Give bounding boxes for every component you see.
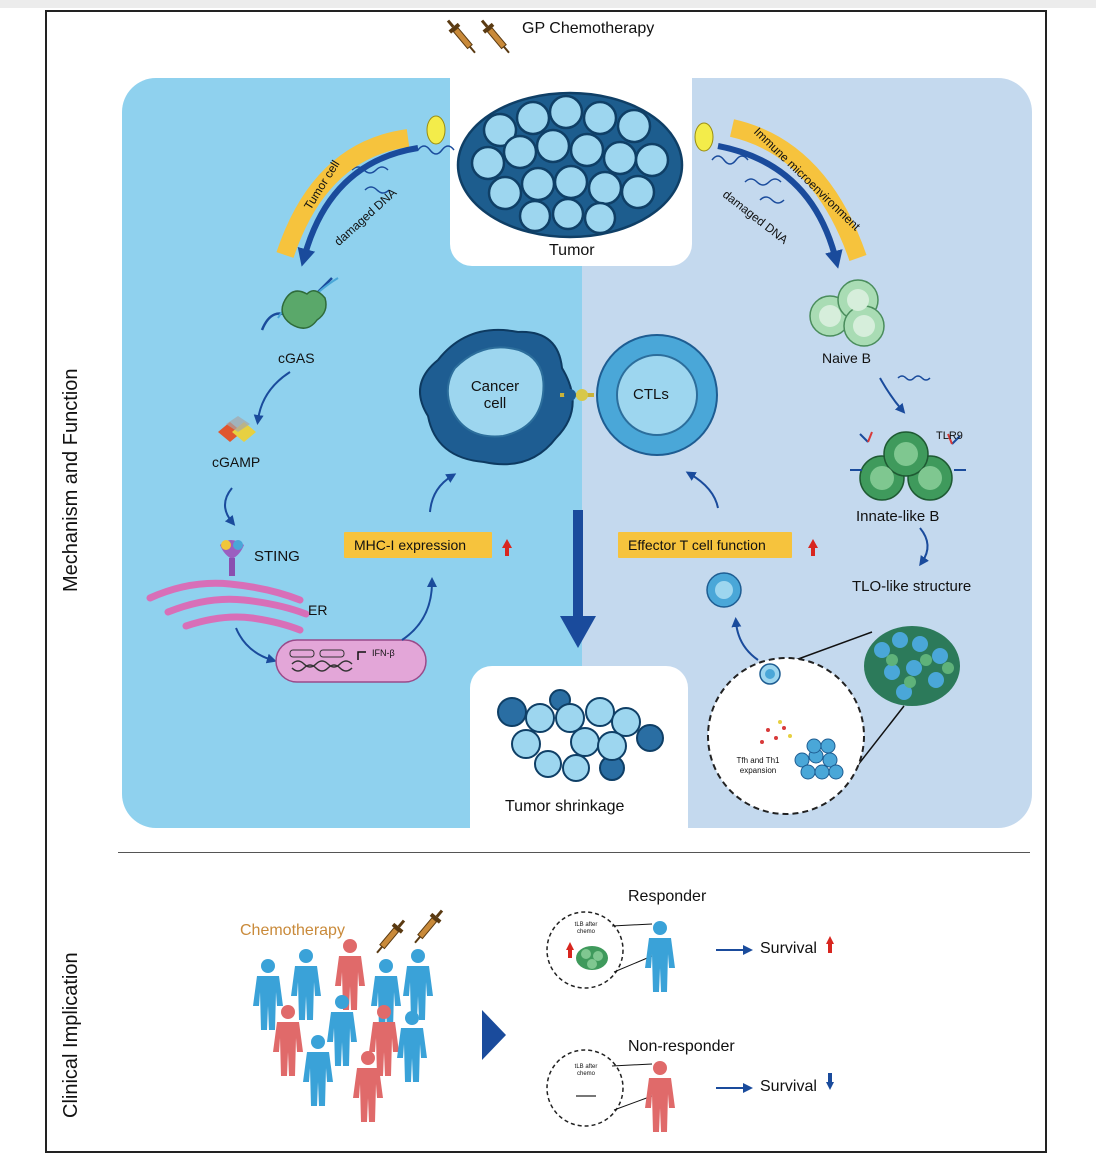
arrow-effector-ctl — [685, 471, 719, 509]
arrow-cgamp-sting — [224, 487, 236, 526]
up-arrow-icon — [826, 936, 834, 953]
sting-icon — [220, 540, 244, 576]
tumor-cell-arc-band — [276, 129, 410, 258]
cancer-cell-icon — [419, 328, 574, 466]
arrow-innate-tlo — [919, 527, 929, 567]
naive-b-label: Naive B — [822, 350, 872, 366]
tlo-cluster-icon — [864, 626, 960, 706]
zoom-circle — [707, 657, 865, 815]
syringe-icon — [371, 906, 448, 958]
innate-b-cell-icon — [850, 431, 966, 501]
arrow-ifn-mhc — [401, 577, 437, 641]
patient-crowd-icon — [253, 939, 433, 1122]
synapse-icon — [560, 389, 594, 401]
syringe-icon — [442, 16, 515, 58]
tlr9-label: TLR9 — [936, 430, 963, 442]
yellow-receptor-icon — [426, 115, 714, 152]
responder-tls-label: tLB after chemo — [574, 922, 598, 935]
right-curved-arrow — [717, 143, 843, 269]
left-curved-arrow — [297, 145, 419, 267]
up-arrow-icon — [502, 539, 818, 556]
er-label: ER — [308, 602, 328, 618]
nonresponder-zoom-circle — [546, 1049, 624, 1127]
cgas-label: cGAS — [278, 350, 315, 366]
arrow-mhc-cancer — [429, 473, 457, 513]
central-down-arrow — [560, 510, 596, 648]
arrow-naive-innate — [879, 377, 906, 414]
responder-zoom-line — [613, 955, 653, 973]
mhc-expression-badge: MHC-I expression — [344, 532, 493, 558]
responder-zoom-line — [611, 923, 653, 927]
nonresponder-zoom-line — [611, 1063, 653, 1067]
arrow-er-nucleus — [235, 627, 277, 664]
ctl-icon — [596, 334, 718, 456]
responder-label: Responder — [628, 888, 707, 905]
down-arrow-icon — [826, 1073, 834, 1090]
gp-chemo-label: GP Chemotherapy — [522, 20, 655, 37]
responder-tlo-icon — [566, 942, 608, 970]
tlo-label: TLO-like structure — [852, 578, 972, 595]
zoom-line-top — [789, 631, 873, 663]
cgamp-label: cGAMP — [212, 454, 261, 470]
effector-t-cell-badge: Effector T cell function — [618, 532, 792, 558]
cgas-icon — [260, 277, 339, 331]
chemotherapy-label: Chemotherapy — [240, 922, 345, 939]
tfh-cells-icon — [759, 663, 844, 780]
t-cell-icon — [706, 572, 742, 608]
responder-person-icon — [645, 921, 675, 992]
arrow-cgas-cgamp — [253, 371, 291, 425]
survival-down-label: Survival — [760, 1078, 817, 1095]
arrow-tfh-t — [731, 617, 759, 661]
cancer-cell-label: Cancer cell — [470, 378, 520, 412]
tumor-label: Tumor — [549, 242, 595, 259]
transition-triangle-icon — [482, 1010, 506, 1060]
tumor-icon — [456, 91, 684, 239]
survival-up-label: Survival — [760, 940, 817, 957]
dna-fragment-icon — [897, 375, 931, 381]
nonresponder-person-icon — [645, 1061, 675, 1132]
immune-arc-band — [729, 119, 867, 261]
sting-label: STING — [254, 548, 300, 565]
dna-fragment-icon — [351, 145, 785, 204]
tumor-shrinkage-label: Tumor shrinkage — [505, 798, 625, 815]
cgamp-icon — [218, 416, 256, 442]
ifn-gene-icon — [275, 639, 427, 683]
section-divider — [118, 852, 1030, 853]
nonresponder-tls-label: tLB after chemo — [574, 1064, 598, 1077]
ifn-label: IFN-β — [372, 648, 395, 658]
innate-b-label: Innate-like B — [856, 508, 940, 525]
ctls-label: CTLs — [633, 386, 669, 403]
shrunk-tumor-icon — [497, 689, 664, 782]
nonresponder-zoom-line — [613, 1095, 653, 1111]
naive-b-cell-icon — [809, 279, 885, 347]
top-bar — [0, 0, 1096, 8]
er-icon — [146, 579, 310, 634]
tfh-expansion-label: Tfh and Th1 expansion — [736, 756, 780, 775]
nonresponder-label: Non-responder — [628, 1038, 735, 1055]
